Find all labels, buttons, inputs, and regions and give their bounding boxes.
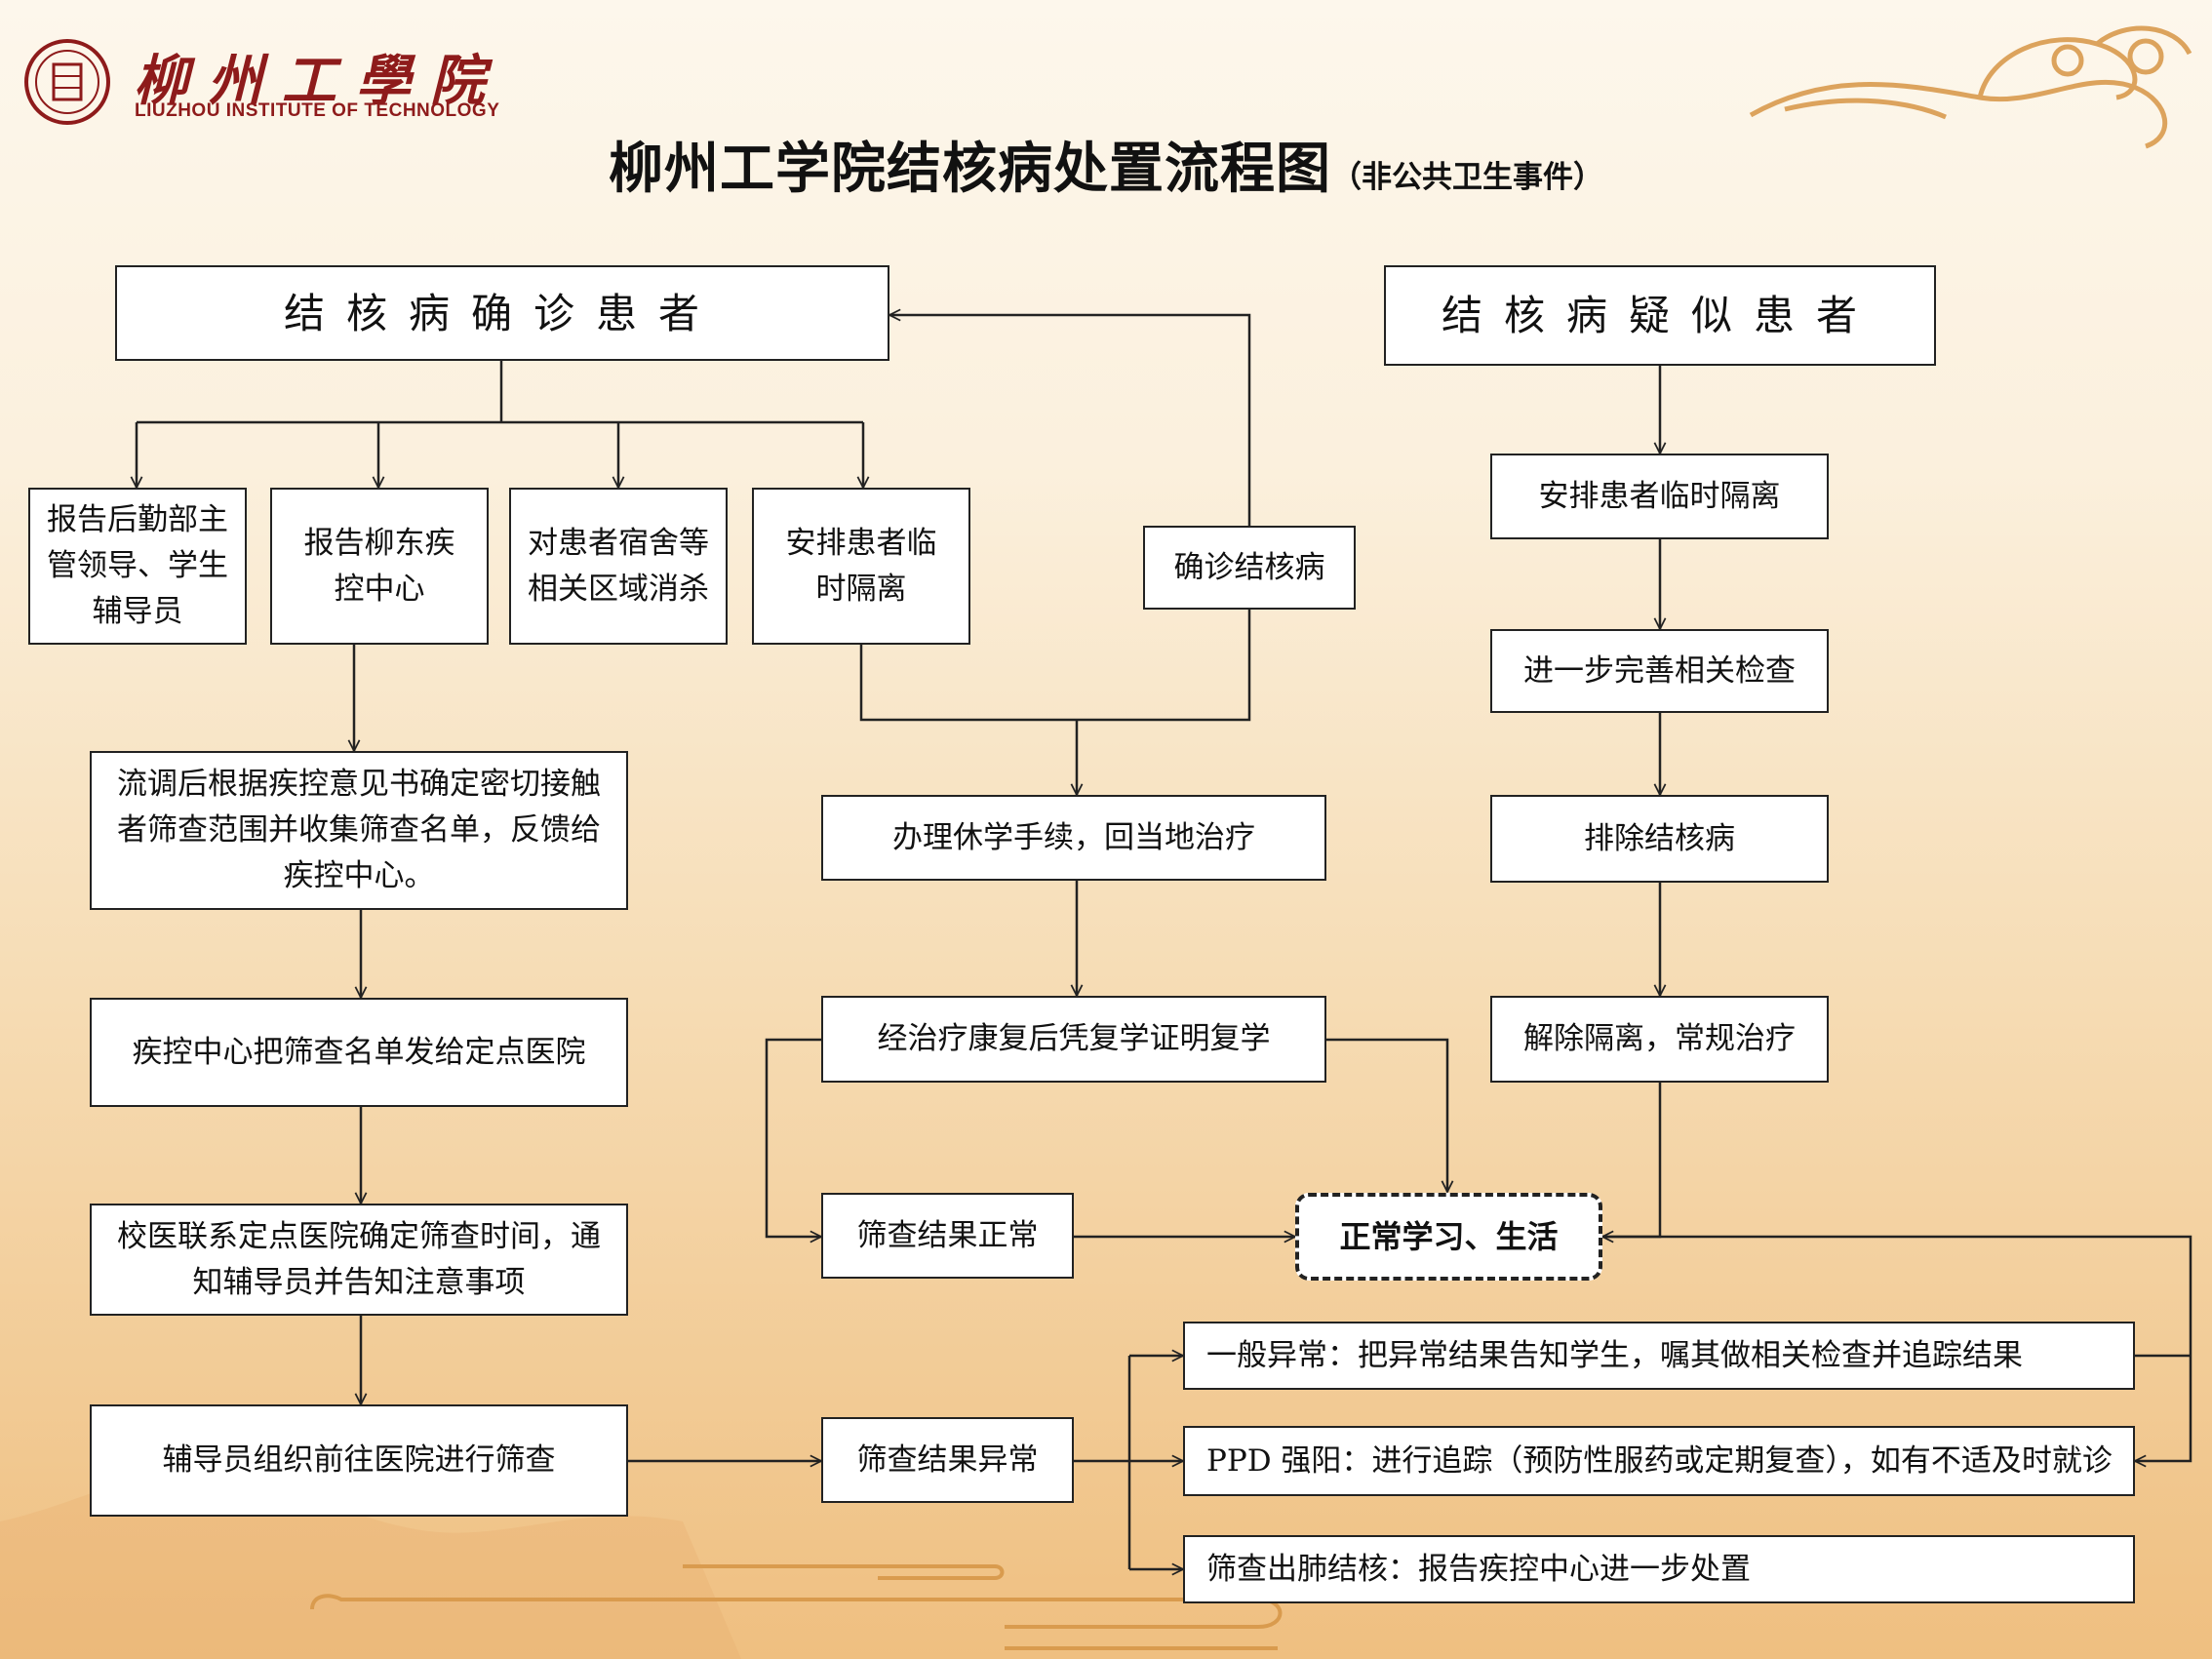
node-send-list: 疾控中心把筛查名单发给定点医院: [90, 998, 628, 1107]
node-further-exam: 进一步完善相关检查: [1490, 629, 1829, 713]
node-tb-found: 筛查出肺结核：报告疾控中心进一步处置: [1183, 1535, 2135, 1603]
node-contact-trace: 流调后根据疾控意见书确定密切接触者筛查范围并收集筛查名单，反馈给疾控中心。: [90, 751, 628, 910]
node-exclude-tb: 排除结核病: [1490, 795, 1829, 883]
title-main: 柳州工学院结核病处置流程图: [609, 137, 1331, 201]
node-resume-school: 经治疗康复后凭复学证明复学: [821, 996, 1326, 1083]
node-isolate-suspected: 安排患者临时隔离: [1490, 454, 1829, 539]
node-normal-life: 正常学习、生活: [1295, 1193, 1602, 1281]
node-schedule-screening: 校医联系定点医院确定筛查时间，通知辅导员并告知注意事项: [90, 1204, 628, 1316]
node-confirm-tb: 确诊结核病: [1143, 526, 1356, 610]
node-report-logistics: 报告后勤部主管领导、学生辅导员: [28, 488, 247, 645]
title-subtitle: （非公共卫生事件）: [1331, 160, 1603, 195]
mountain-ornament: [0, 1471, 741, 1659]
node-ppd-strong-positive: PPD 强阳：进行追踪（预防性服药或定期复查），如有不适及时就诊: [1183, 1426, 2135, 1496]
node-suspected-patient: 结核病疑似患者: [1384, 265, 1936, 366]
node-organize-screening: 辅导员组织前往医院进行筛查: [90, 1404, 628, 1517]
node-isolate-confirmed: 安排患者临时隔离: [752, 488, 970, 645]
node-suspend-school: 办理休学手续，回当地治疗: [821, 795, 1326, 881]
page-title: 柳州工学院结核病处置流程图（非公共卫生事件）: [0, 125, 2212, 204]
logo-seal-icon: [24, 39, 110, 125]
node-release-isolation: 解除隔离，常规治疗: [1490, 996, 1829, 1083]
logo-english-name: LIUZHOU INSTITUTE OF TECHNOLOGY: [135, 100, 500, 121]
logo-chinese-name: 柳州工學院: [134, 49, 504, 113]
cloud-ornament: [1749, 25, 2192, 149]
node-report-cdc: 报告柳东疾控中心: [270, 488, 489, 645]
node-general-abnormal: 一般异常：把异常结果告知学生，嘱其做相关检查并追踪结果: [1183, 1322, 2135, 1390]
node-screen-normal: 筛查结果正常: [821, 1193, 1074, 1279]
node-screen-abnormal: 筛查结果异常: [821, 1417, 1074, 1503]
node-confirmed-patient: 结核病确诊患者: [115, 265, 889, 361]
node-disinfect: 对患者宿舍等相关区域消杀: [509, 488, 728, 645]
